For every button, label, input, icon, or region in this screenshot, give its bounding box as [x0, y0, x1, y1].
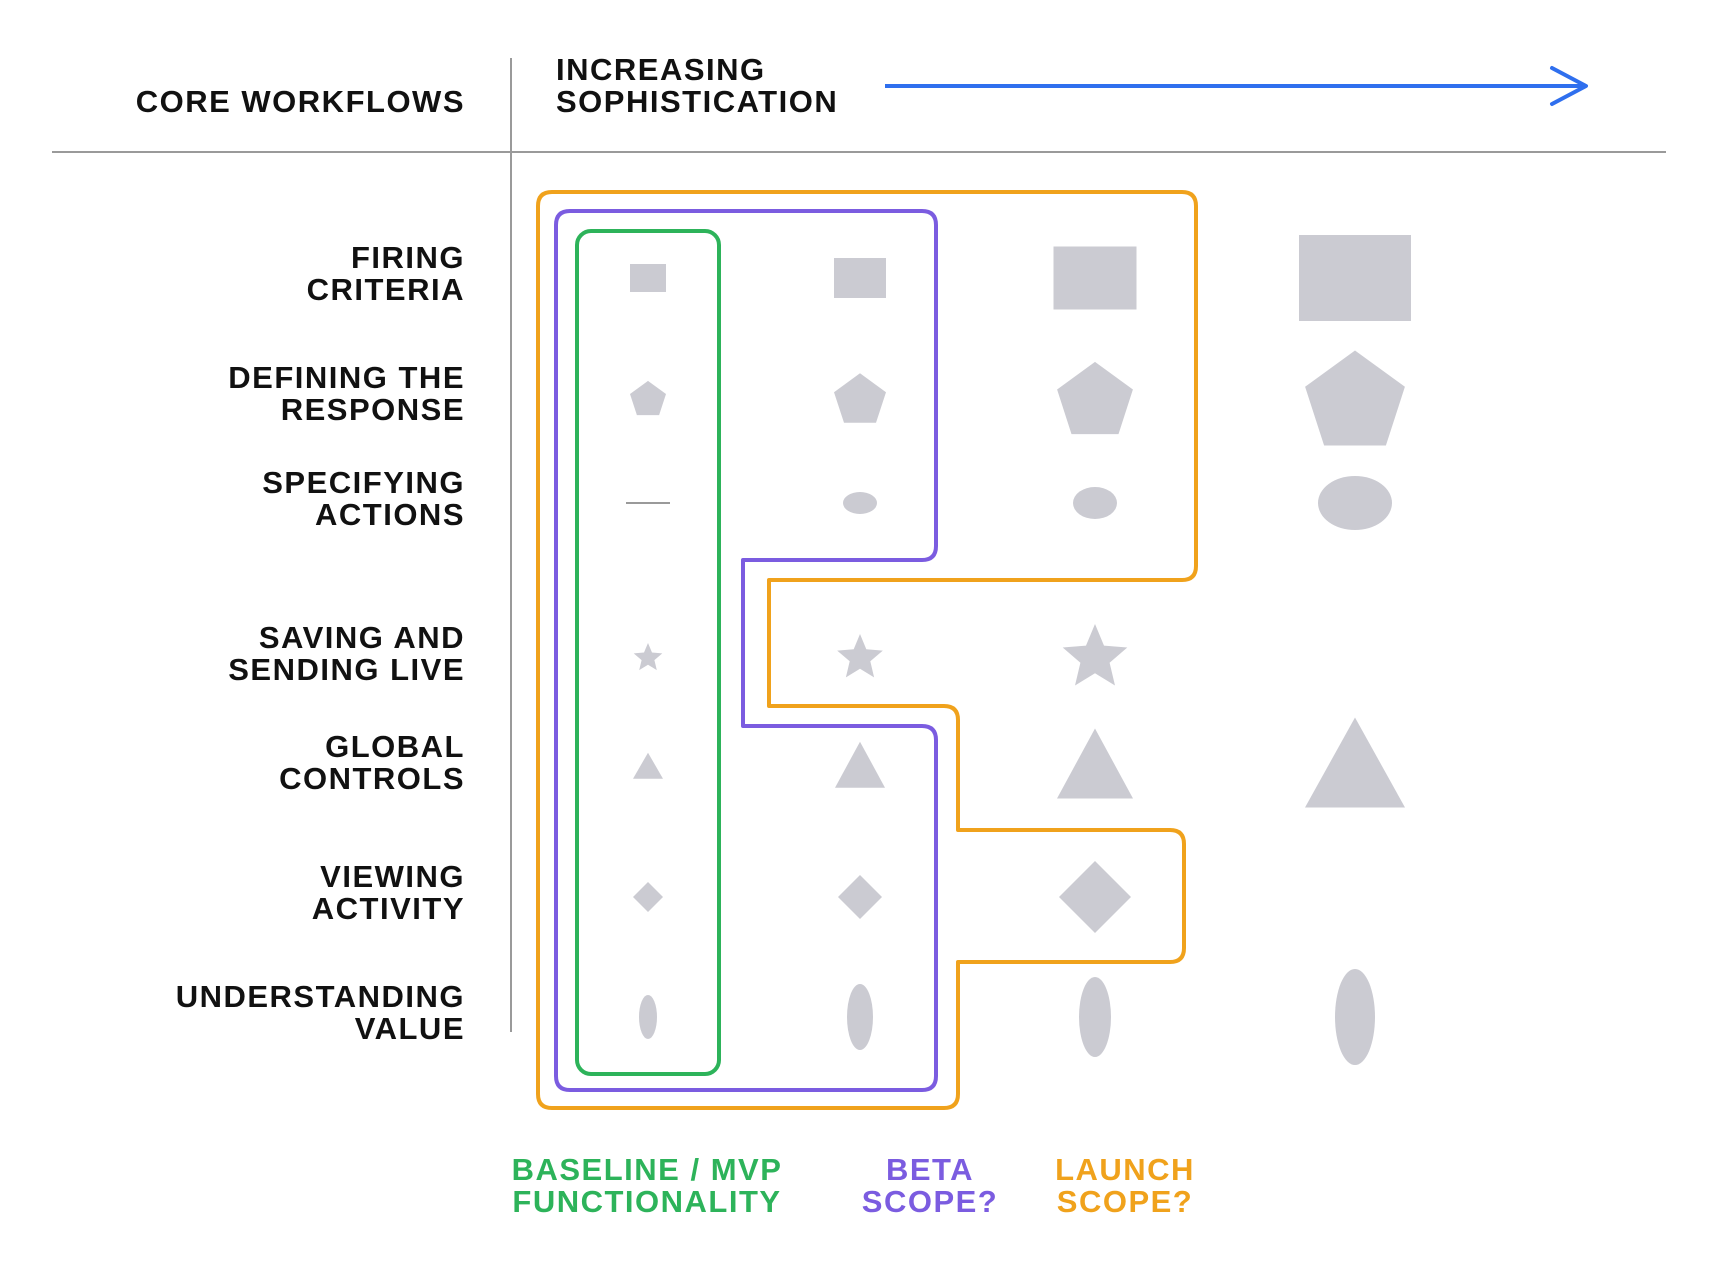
triangle-level-3	[1057, 728, 1133, 799]
triangle-level-1	[633, 752, 663, 779]
workflow-label-line2: SENDING LIVE	[228, 652, 465, 687]
ellipse-tall-level-3	[1079, 977, 1111, 1057]
launch-scope-label-line2: SCOPE?	[1057, 1184, 1193, 1219]
star-level-3	[1062, 624, 1128, 686]
workflow-label-line1: DEFINING THE	[228, 360, 465, 395]
sophistication-shapes	[626, 235, 1411, 1065]
ellipse-wide-level-3	[1073, 487, 1117, 519]
sophistication-heading-line2: SOPHISTICATION	[556, 84, 838, 119]
ellipse-tall-level-1	[639, 995, 657, 1039]
pentagon-level-4	[1305, 350, 1405, 446]
workflow-label-line1: VIEWING	[320, 859, 465, 894]
workflow-label-line1: FIRING	[351, 240, 465, 275]
rectangle-level-2	[834, 258, 886, 298]
launch-scope-label-line1: LAUNCH	[1055, 1152, 1195, 1187]
diamond-level-3	[1059, 861, 1131, 933]
workflow-label-line1: SAVING AND	[259, 620, 465, 655]
pentagon-level-1	[630, 380, 666, 416]
star-level-2	[837, 634, 883, 678]
rectangle-level-1	[630, 264, 666, 292]
star-level-1	[633, 643, 663, 671]
workflow-label-line2: ACTIVITY	[312, 891, 465, 926]
workflow-label-line2: VALUE	[355, 1011, 465, 1046]
rectangle-level-3	[1053, 246, 1137, 310]
mvp-scope-label-line1: BASELINE / MVP	[512, 1152, 783, 1187]
core-workflows-heading: CORE WORKFLOWS	[136, 84, 465, 119]
mvp-scope-outline	[575, 229, 721, 1076]
diamond-level-1	[633, 882, 663, 912]
beta-scope-label-line2: SCOPE?	[862, 1184, 998, 1219]
ellipse-wide-level-2	[843, 492, 877, 514]
workflow-label-line2: ACTIONS	[315, 497, 465, 532]
workflow-label-line2: CRITERIA	[307, 272, 465, 307]
launch-scope-outline	[536, 190, 1198, 1110]
mvp-scope-label-line2: FUNCTIONALITY	[512, 1184, 781, 1219]
ellipse-tall-level-4	[1335, 969, 1375, 1065]
triangle-level-4	[1305, 717, 1405, 808]
triangle-level-2	[835, 741, 885, 788]
diamond-level-2	[838, 875, 882, 919]
ellipse-tall-level-2	[847, 984, 873, 1050]
workflow-label-line2: CONTROLS	[279, 761, 465, 796]
pentagon-level-2	[834, 373, 886, 423]
beta-scope-label-line1: BETA	[886, 1152, 974, 1187]
workflow-label-line2: RESPONSE	[281, 392, 465, 427]
workflow-label-line1: UNDERSTANDING	[176, 979, 465, 1014]
workflow-label-line1: SPECIFYING	[262, 465, 465, 500]
ellipse-wide-level-4	[1318, 476, 1392, 530]
sophistication-heading-line1: INCREASING	[556, 52, 766, 87]
workflow-label-line1: GLOBAL	[325, 729, 465, 764]
rectangle-level-4	[1299, 235, 1411, 321]
sophistication-arrow	[885, 66, 1588, 106]
beta-scope-outline	[554, 209, 938, 1092]
pentagon-level-3	[1057, 361, 1133, 435]
